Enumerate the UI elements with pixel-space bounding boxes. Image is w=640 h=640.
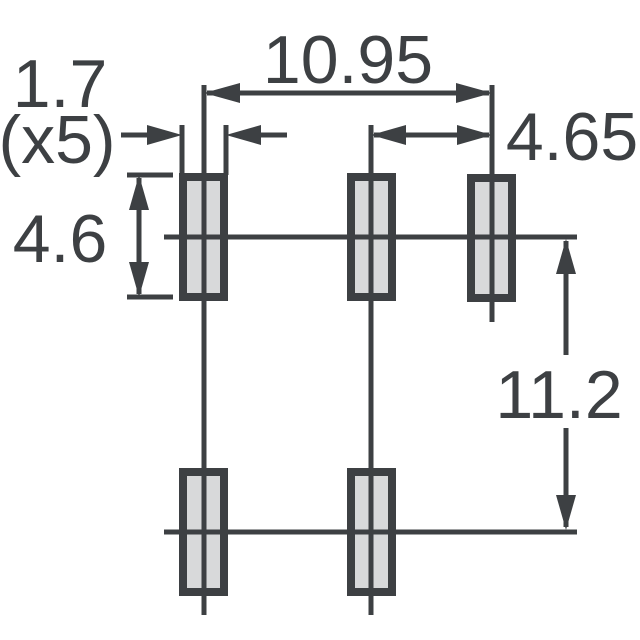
dim-label-pad-width-qty: (x5) xyxy=(0,102,116,178)
arrowhead-right-icon xyxy=(456,83,492,103)
dim-label-pad-width: 1.7 xyxy=(13,46,108,122)
arrowhead-down-icon xyxy=(129,262,149,297)
dim-pad-width: 1.7 (x5) xyxy=(0,46,287,178)
arrowhead-right-icon xyxy=(457,125,492,145)
arrowhead-left-icon xyxy=(204,83,240,103)
dim-pitch-horizontal: 4.65 xyxy=(371,99,638,175)
dim-pad-height: 4.6 xyxy=(13,172,173,300)
dim-span-horizontal: 10.95 xyxy=(204,22,492,103)
arrowhead-up-icon xyxy=(129,175,149,210)
centerline-group xyxy=(164,85,577,615)
dim-label-span-horizontal: 10.95 xyxy=(263,22,433,98)
dim-label-pitch-vertical: 11.2 xyxy=(495,357,622,433)
arrowhead-left-icon xyxy=(371,125,406,145)
arrowhead-left-icon xyxy=(226,125,261,145)
arrowhead-right-icon xyxy=(147,125,182,145)
arrowhead-down-icon xyxy=(556,495,576,530)
dim-label-pad-height: 4.6 xyxy=(13,201,108,277)
arrowhead-up-icon xyxy=(556,239,576,274)
dim-label-pitch-horizontal: 4.65 xyxy=(506,99,638,175)
dim-pitch-vertical: 11.2 xyxy=(495,239,623,530)
